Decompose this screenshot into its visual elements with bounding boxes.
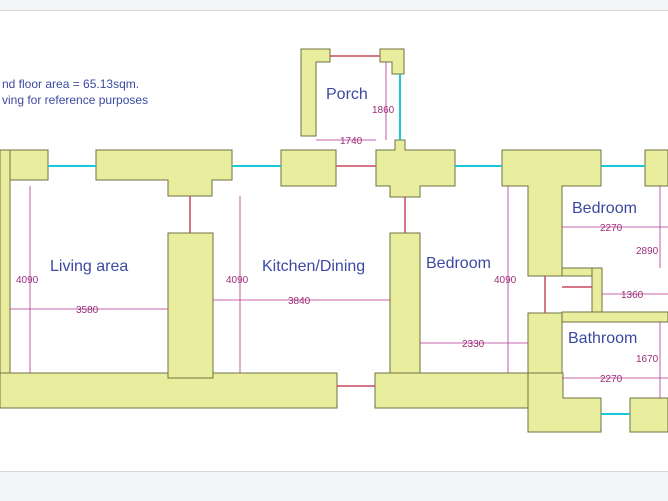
wall-hall-2 — [591, 267, 603, 313]
wall-far-right-top — [644, 149, 668, 187]
doors — [189, 55, 592, 387]
wall-porch-corner — [379, 48, 405, 75]
wall-partition-living-kitchen — [167, 232, 214, 379]
wall-porch-entry — [375, 139, 456, 198]
wall-left-side — [0, 149, 11, 409]
dimension-lines — [10, 62, 668, 398]
room-label-bathroom: Bathroom — [568, 330, 637, 347]
room-label-kitchen: Kitchen/Dining — [262, 258, 365, 275]
wall-far-right-bottom — [629, 397, 668, 433]
wall-bottom-bedroom — [374, 372, 529, 409]
dim-bathroom-height: 1670 — [636, 354, 659, 365]
room-label-living: Living area — [50, 258, 128, 275]
wall-partition-kitchen-bedroom — [389, 232, 421, 379]
dim-living-width: 3580 — [76, 305, 99, 316]
room-label-bedroom-right: Bedroom — [572, 200, 637, 217]
dim-kitchen-width: 3840 — [288, 296, 311, 307]
dim-living-height: 4090 — [16, 275, 39, 286]
wall-bathroom-bottom — [527, 372, 602, 433]
wall-hall-3 — [561, 311, 668, 323]
dim-bedroom-width: 2330 — [462, 339, 485, 350]
wall-bedroom-right-lower — [527, 312, 563, 374]
floor-area-note: nd floor area = 65.13sqm. — [2, 77, 139, 91]
room-label-bedroom: Bedroom — [426, 255, 491, 272]
room-label-porch: Porch — [326, 86, 368, 103]
windows — [48, 74, 645, 415]
dim-porch-width: 1740 — [340, 136, 363, 147]
walls — [0, 48, 668, 433]
wall-top-kitchen — [280, 149, 337, 187]
dim-kitchen-height: 4090 — [226, 275, 249, 286]
dim-bedroom-height: 4090 — [494, 275, 517, 286]
dim-bedroom2-height: 2890 — [636, 246, 659, 257]
dim-hall-width: 1360 — [621, 290, 644, 301]
reference-note: ving for reference purposes — [2, 93, 148, 107]
dim-porch-height: 1860 — [372, 105, 395, 116]
dim-bedroom2-width: 2270 — [600, 223, 623, 234]
dim-bathroom-width: 2270 — [600, 374, 623, 385]
wall-top-living — [95, 149, 233, 197]
wall-porch-left — [300, 48, 331, 137]
